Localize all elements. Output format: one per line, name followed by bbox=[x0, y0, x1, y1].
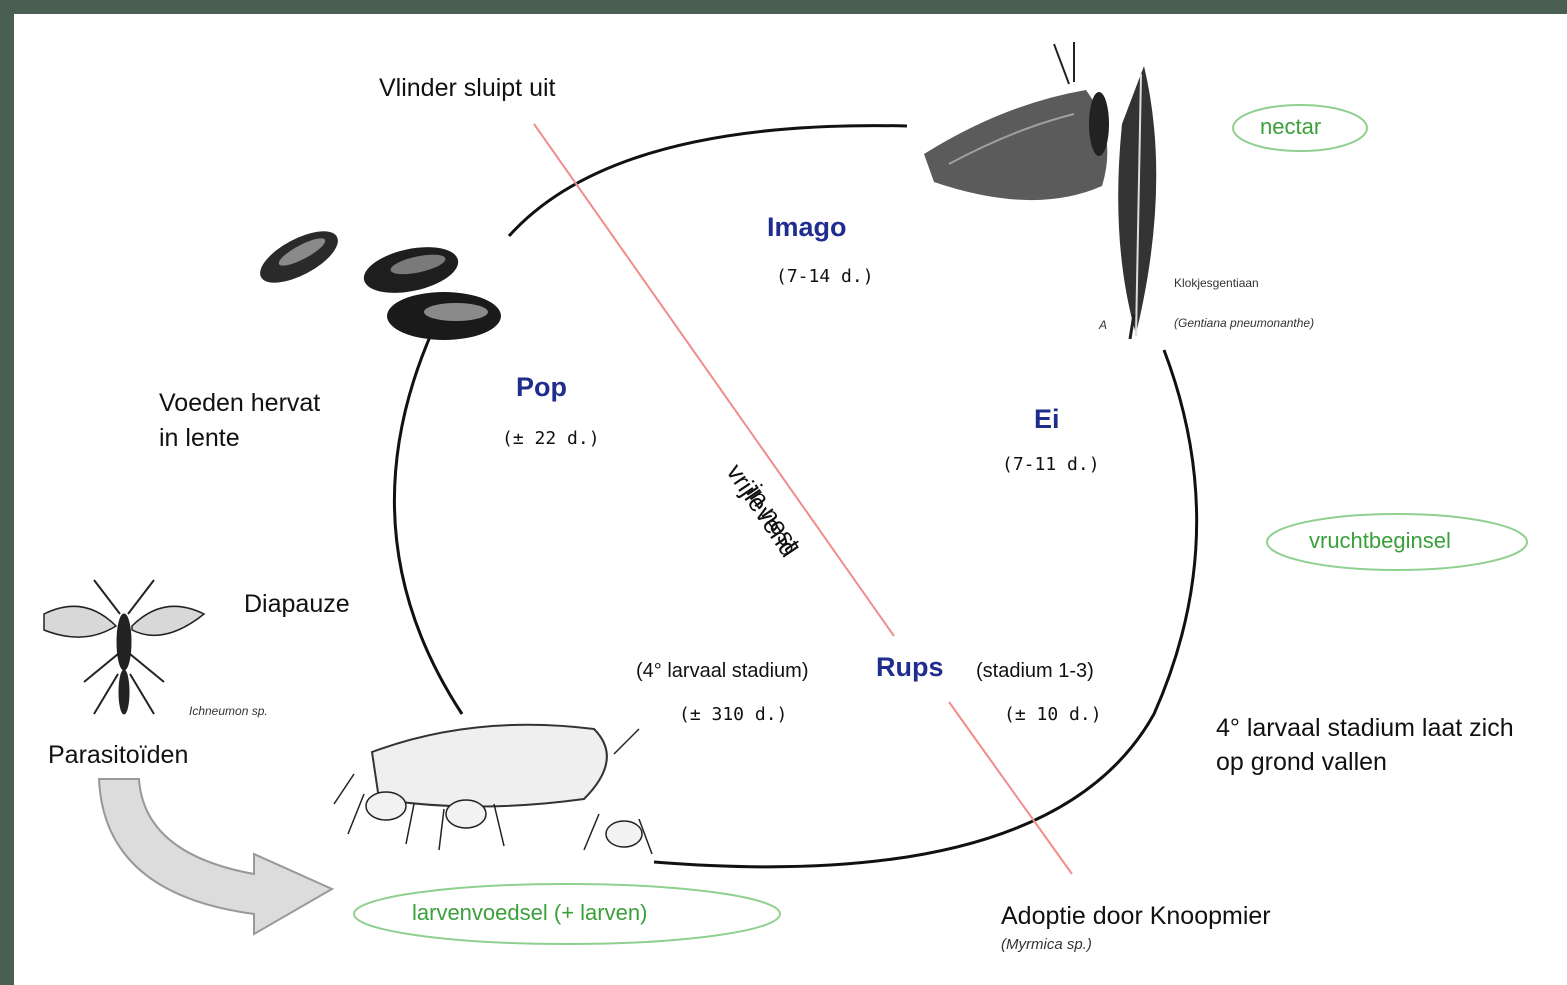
parasitoid-species-label: Ichneumon sp. bbox=[189, 704, 268, 718]
caterpillar-right-duration: (± 10 d.) bbox=[1004, 704, 1102, 725]
plant-name-label: Klokjesgentiaan bbox=[1174, 276, 1259, 290]
curved-arrow bbox=[99, 779, 332, 934]
plant-species-label: (Gentiana pneumonanthe) bbox=[1174, 316, 1314, 330]
ants-with-larva-illustration bbox=[334, 725, 652, 854]
fourth-instar-drop-line1: 4° larvaal stadium laat zich bbox=[1216, 714, 1514, 743]
parasitoids-label: Parasitoïden bbox=[48, 741, 188, 770]
adoption-label: Adoptie door Knoopmier bbox=[1001, 902, 1271, 931]
stage-pupa-duration: (± 22 d.) bbox=[502, 428, 600, 449]
plant-mark-label: A bbox=[1099, 318, 1107, 332]
food-nectar-label: nectar bbox=[1260, 114, 1321, 140]
diapause-label: Diapauze bbox=[244, 590, 350, 619]
arc-right bbox=[654, 350, 1197, 867]
diagram-artwork bbox=[14, 14, 1567, 985]
arc-top bbox=[509, 126, 907, 236]
ant-species-label: (Myrmica sp.) bbox=[1001, 936, 1092, 953]
stage-egg-name: Ei bbox=[1034, 404, 1060, 435]
stage-caterpillar-name: Rups bbox=[876, 652, 944, 683]
feeding-resumes-line1: Voeden hervat bbox=[159, 389, 320, 418]
parasitoid-wasp-illustration bbox=[44, 580, 204, 714]
food-larval-label: larvenvoedsel (+ larven) bbox=[412, 900, 647, 926]
butterfly-on-gentian-illustration bbox=[924, 42, 1156, 339]
stage-imago-name: Imago bbox=[767, 212, 847, 243]
caterpillar-right-note: (stadium 1-3) bbox=[976, 660, 1094, 683]
arc-left bbox=[394, 332, 462, 714]
fourth-instar-drop-line2: op grond vallen bbox=[1216, 748, 1387, 777]
life-cycle-diagram: Vlinder sluipt uit Voeden hervat in lent… bbox=[14, 14, 1567, 985]
pupae-illustration bbox=[253, 221, 501, 340]
food-ovary-label: vruchtbeginsel bbox=[1309, 528, 1451, 554]
food-ovals bbox=[354, 105, 1527, 944]
caterpillar-left-note: (4° larvaal stadium) bbox=[636, 660, 809, 683]
butterfly-emerges-label: Vlinder sluipt uit bbox=[379, 74, 555, 103]
stage-egg-duration: (7-11 d.) bbox=[1002, 454, 1100, 475]
feeding-resumes-line2: in lente bbox=[159, 424, 240, 453]
stage-imago-duration: (7-14 d.) bbox=[776, 266, 874, 287]
stage-pupa-name: Pop bbox=[516, 372, 567, 403]
caterpillar-left-duration: (± 310 d.) bbox=[679, 704, 787, 725]
